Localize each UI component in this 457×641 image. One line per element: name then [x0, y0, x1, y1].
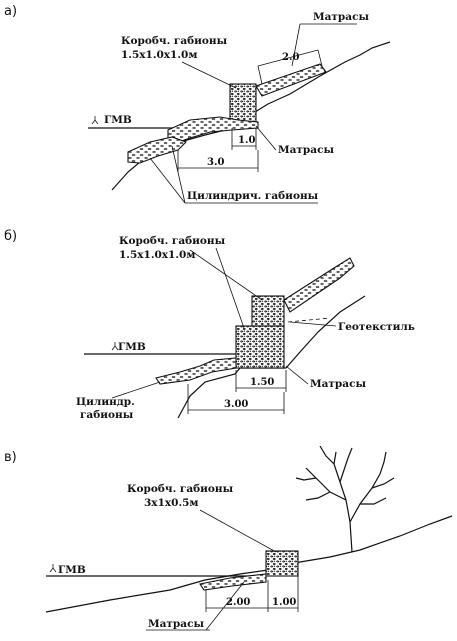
panel-a-dim-bottom: 3.0 — [207, 157, 224, 168]
panel-b-box-label-2: 1.5x1.0x1.0м — [119, 249, 195, 261]
panel-a-dim-small: 1.0 — [238, 135, 255, 146]
panel-c-dim-right: 1.00 — [272, 597, 296, 608]
panel-b-water-label: ГМВ — [118, 341, 146, 353]
panel-a-top-mattress — [255, 63, 327, 97]
panel-a-mattress-top-label: Матрасы — [313, 11, 369, 23]
panel-c-box-gabion — [265, 550, 299, 577]
panel-b-box-gabion-lower — [235, 325, 285, 369]
panel-a-box-label-2: 1.5x1.0x1.0м — [121, 49, 197, 61]
panel-a-water-symbol — [88, 116, 102, 129]
panel-b-geotextile — [287, 317, 331, 323]
panel-c-box-label-2: 3x1x0.5м — [144, 497, 199, 509]
tree-icon — [295, 445, 395, 553]
panel-a-water-label: ГМВ — [104, 114, 132, 126]
panel-b-slope-mattress — [283, 257, 355, 313]
panel-c: в) ГМВ Коробч. габионы 3x1x0.5м — [4, 445, 453, 631]
panel-b-mattress-label: Матрасы — [310, 378, 366, 390]
panel-b: б) ГМВ Коробч. габионы 1.5x1.0x1.0м Геот… — [4, 229, 415, 421]
panel-a: а) ГМВ 2.0 Коробч. габионы 1.5x1.0x1.0м … — [4, 4, 391, 204]
panel-a-mattress-right-label: Матрасы — [278, 144, 334, 156]
panel-b-dim-bottom: 3.00 — [224, 399, 248, 410]
panel-a-letter: а) — [4, 4, 17, 19]
panel-b-letter: б) — [4, 229, 17, 244]
panel-b-cyl-label-2: габионы — [80, 409, 134, 421]
panel-a-dim-top: 2.0 — [282, 52, 299, 63]
panel-c-box-label-1: Коробч. габионы — [127, 483, 234, 495]
panel-c-water-label: ГМВ — [58, 564, 86, 576]
panel-a-box-gabion — [229, 83, 257, 127]
panel-b-cyl-label-1: Цилиндр. — [76, 396, 135, 408]
panel-b-box-gabion-upper — [251, 295, 285, 327]
panel-a-cyl-label: Цилиндрич. габионы — [187, 190, 319, 202]
panel-c-mattress-label: Матрасы — [148, 618, 204, 630]
panel-a-box-label-1: Коробч. габионы — [121, 35, 228, 47]
panel-a-cylinder-gabions — [127, 136, 188, 164]
panel-b-box-label-1: Коробч. габионы — [119, 235, 226, 247]
panel-b-toe-gabions — [155, 357, 237, 385]
panel-b-geotextile-label: Геотекстиль — [338, 321, 415, 333]
panel-b-dim-small: 1.50 — [250, 377, 274, 388]
panel-c-dim-left: 2.00 — [226, 597, 250, 608]
panel-c-letter: в) — [4, 450, 17, 465]
panel-c-mattress — [199, 573, 267, 591]
